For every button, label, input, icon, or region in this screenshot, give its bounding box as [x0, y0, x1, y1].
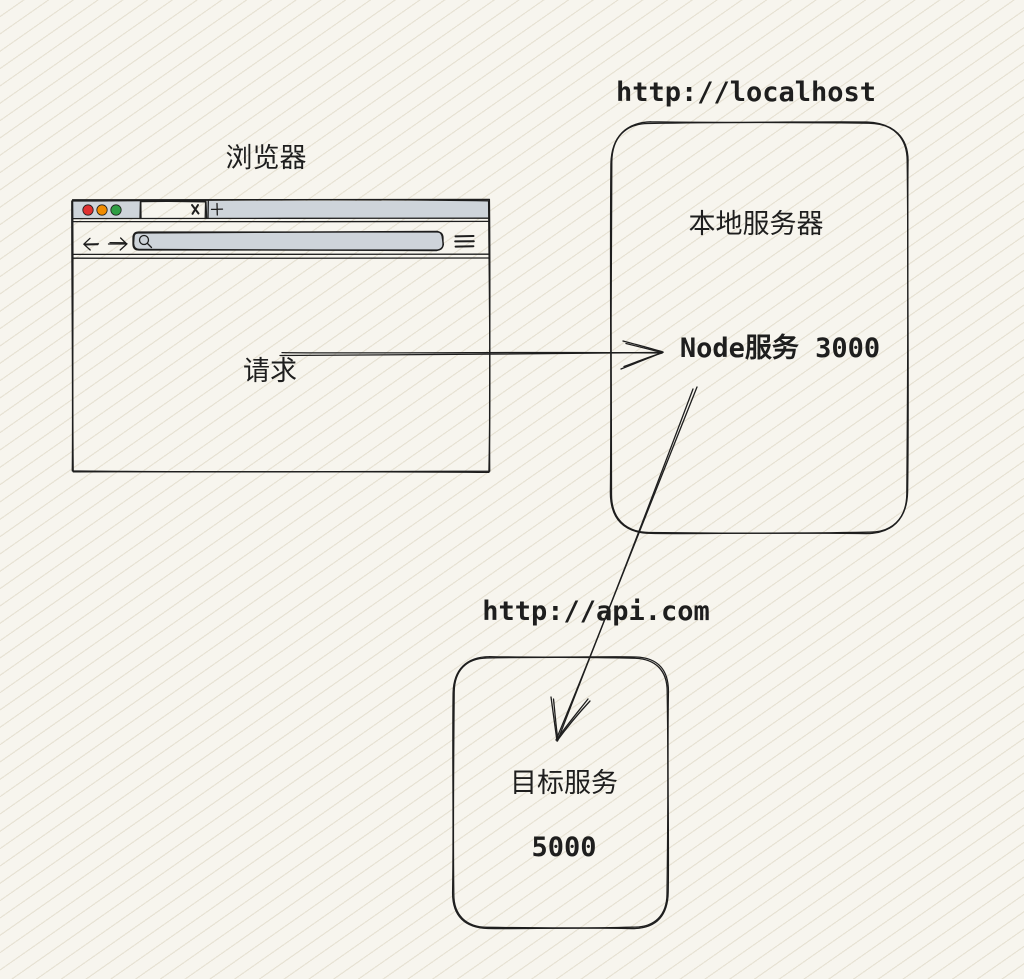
address-bar [132, 230, 445, 252]
browser-label: 浏览器 [226, 143, 307, 174]
forward-arrow-icon [107, 237, 128, 251]
browser-window [71, 198, 491, 474]
local-server-title: 本地服务器 [689, 209, 824, 240]
browser-tab [139, 200, 209, 220]
target-server-box [451, 655, 670, 930]
green-dot-icon [110, 204, 122, 216]
back-arrow-icon [83, 237, 100, 251]
target-port-label: 5000 [531, 832, 596, 863]
browser-tab-strip-border [72, 217, 490, 223]
red-dot-icon [82, 204, 94, 216]
local-server-box [609, 121, 909, 535]
proxy-arrow [550, 386, 698, 742]
local-server-url: http://localhost [616, 77, 876, 108]
browser-frame-overstroke [71, 199, 491, 474]
request-arrow [279, 340, 664, 370]
hamburger-menu-icon [454, 235, 475, 248]
target-server-title: 目标服务 [510, 768, 618, 799]
close-icon [191, 204, 200, 215]
node-service-label: Node服务 3000 [680, 333, 880, 364]
request-label: 请求 [243, 356, 297, 387]
orange-dot-icon [96, 204, 108, 216]
plus-icon [210, 202, 224, 216]
browser-toolbar-border [72, 253, 490, 260]
browser-tab-strip-right [207, 201, 488, 218]
target-server-url: http://api.com [482, 596, 710, 627]
search-icon [138, 234, 153, 249]
